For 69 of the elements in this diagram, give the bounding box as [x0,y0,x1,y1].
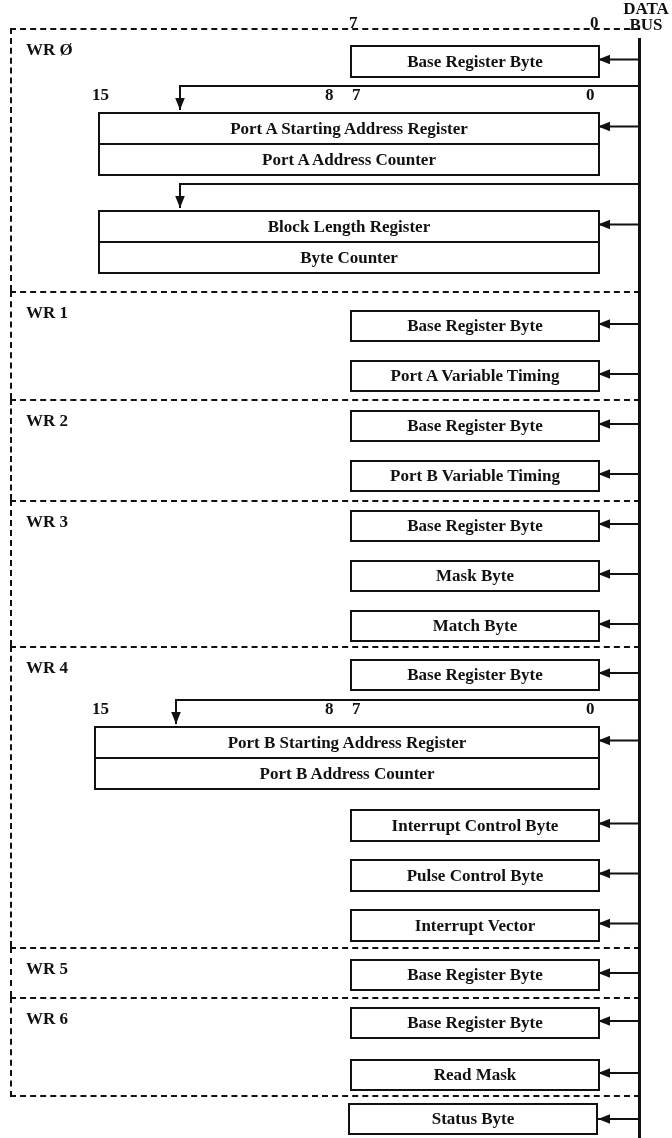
register-group-label: WR 1 [26,303,69,323]
bus-label: DATA BUS [622,1,670,33]
register-group-label: WR 6 [26,1009,69,1029]
arrow [597,1114,639,1124]
arrow [175,183,639,209]
register-box: Base Register Byte [350,410,600,442]
register-box: Status Byte [348,1103,598,1135]
register-box: Mask Byte [350,560,600,592]
register-box: Base Register Byte [350,659,600,691]
register-box: Base Register Byte [350,959,600,991]
register-group-label: WR Ø [26,40,73,60]
arrow [597,54,639,65]
register-box: Port A Starting Address Register [98,112,600,145]
arrow [597,818,639,829]
register-box: Pulse Control Byte [350,859,600,892]
register-box: Port B Starting Address Register [94,726,600,759]
arrow [597,569,639,579]
arrow [597,1016,639,1026]
register-box: Interrupt Vector [350,909,600,942]
bit-number: 8 [325,700,334,717]
register-box: Port B Variable Timing [350,460,600,492]
register-group-label: WR 2 [26,411,69,431]
arrow [597,319,639,329]
register-group-region [10,997,640,1097]
register-box: Interrupt Control Byte [350,809,600,842]
register-group-label: WR 4 [26,658,69,678]
register-box: Block Length Register [98,210,600,243]
register-box: Match Byte [350,610,600,642]
register-box: Base Register Byte [350,310,600,342]
bit-number: 15 [92,700,109,717]
register-group-region [10,947,640,997]
bit-number: 8 [325,86,334,103]
register-box: Byte Counter [98,241,600,274]
arrow [597,735,639,746]
data-bus-line [638,38,641,1138]
arrow [597,469,639,479]
bit-number: 15 [92,86,109,103]
arrow [597,219,639,230]
bit-number: 0 [586,86,595,103]
register-box: Read Mask [350,1059,600,1091]
arrow [175,85,639,111]
register-group-region [10,399,640,500]
register-group-region [10,646,640,947]
register-box: Base Register Byte [350,510,600,542]
arrow [597,668,639,678]
bit-number: 7 [352,86,361,103]
register-box: Base Register Byte [350,45,600,78]
arrow [597,868,639,879]
register-box: Port A Variable Timing [350,360,600,392]
bit-number: 7 [349,14,358,31]
arrow [597,419,639,429]
arrow [171,699,639,725]
register-box: Port B Address Counter [94,757,600,790]
arrow [597,369,639,379]
arrow [597,1068,639,1078]
bit-number: 7 [352,700,361,717]
arrow [597,121,639,132]
bit-number: 0 [586,700,595,717]
register-group-region [10,291,640,399]
bit-number: 0 [590,14,599,31]
register-group-region [10,500,640,646]
arrow [597,968,639,978]
arrow [597,519,639,529]
arrow [597,918,639,929]
register-box: Base Register Byte [350,1007,600,1039]
register-box: Port A Address Counter [98,143,600,176]
register-group-label: WR 3 [26,512,69,532]
arrow [597,619,639,629]
register-group-label: WR 5 [26,959,69,979]
